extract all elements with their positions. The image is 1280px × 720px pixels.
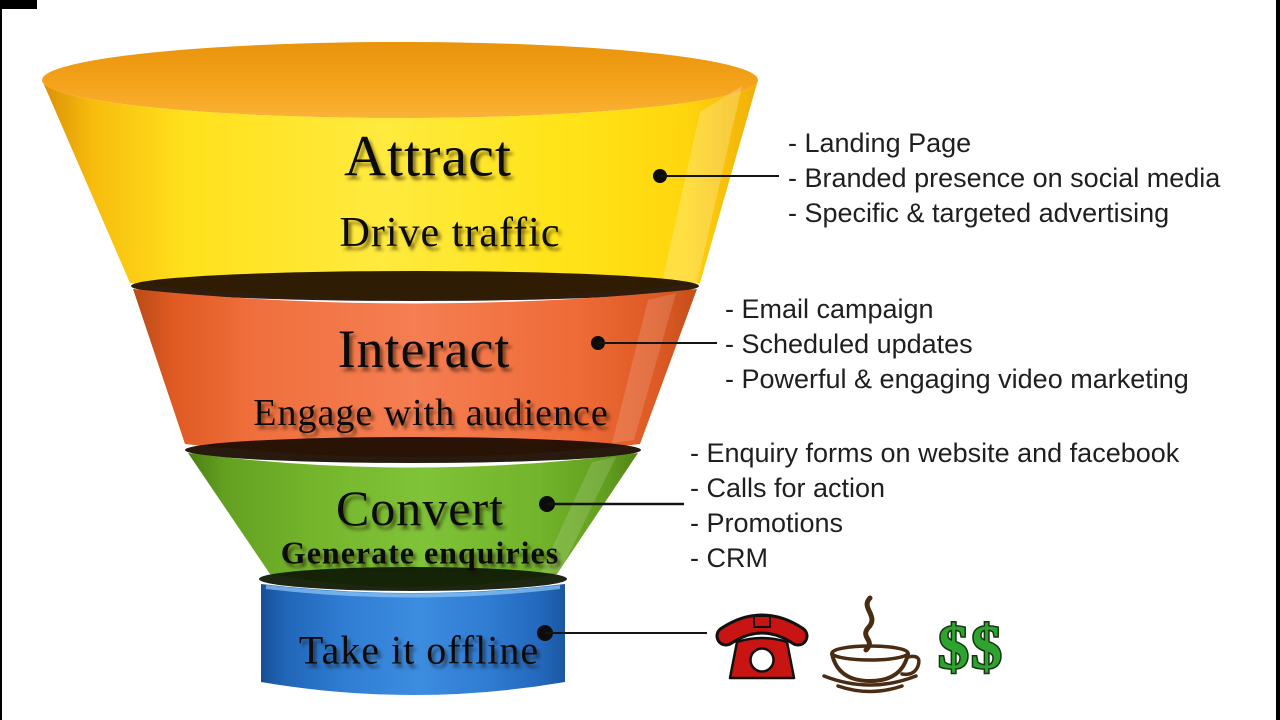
funnel-tier-attract: [42, 42, 758, 300]
annotations-interact: - Email campaign - Scheduled updates - P…: [725, 292, 1189, 397]
funnel-tier-interact-highlight: [612, 293, 676, 443]
annotation-item: - Email campaign: [725, 294, 934, 324]
annotations-convert: - Enquiry forms on website and facebook …: [690, 436, 1179, 576]
coffee-cup-icon: [822, 595, 921, 694]
funnel-tier-offline-rim-highlight: [265, 585, 561, 598]
funnel-junction-shadow-3: [259, 567, 567, 591]
funnel-opening: [42, 42, 758, 118]
annotations-attract: - Landing Page - Branded presence on soc…: [788, 126, 1220, 231]
annotation-item: - Powerful & engaging video marketing: [725, 364, 1189, 394]
tier-title-offline: Take it offline: [298, 627, 540, 673]
funnel-junction-shadow-1: [131, 271, 699, 301]
funnel-tier-offline: [261, 584, 565, 695]
tier-title-convert: Convert: [335, 480, 505, 536]
annotation-item: - Promotions: [690, 508, 844, 538]
funnel-tier-interact: [133, 289, 697, 457]
funnel-tier-attract-highlight: [662, 86, 742, 283]
funnel-tier-interact-body: [133, 289, 697, 457]
funnel-tier-convert-body: [188, 453, 638, 587]
tier-subtitle-attract: Drive traffic: [339, 210, 561, 256]
dollar-signs-icon: $$: [938, 614, 1004, 682]
funnel-tier-convert: [188, 453, 638, 587]
tier-title-interact: Interact: [337, 319, 511, 379]
frame-strip-left: [0, 0, 2, 720]
annotation-item: - Branded presence on social media: [788, 163, 1221, 193]
annotation-item: - Scheduled updates: [725, 329, 973, 359]
annotation-item: - Landing Page: [788, 128, 972, 158]
funnel-tier-offline-body: [261, 584, 565, 695]
phone-icon: [715, 613, 809, 680]
annotation-item: - Specific & targeted advertising: [788, 198, 1170, 228]
tier-title-attract: Attract: [343, 123, 513, 189]
annotation-item: - Calls for action: [690, 473, 886, 503]
tier-subtitle-convert: Generate enquiries: [280, 534, 560, 571]
connectors: [537, 169, 779, 641]
annotation-item: - Enquiry forms on website and facebook: [690, 438, 1180, 468]
frame-strip-top-left: [0, 0, 37, 9]
tier-subtitle-interact: Engage with audience: [253, 392, 609, 434]
annotation-item: - CRM: [690, 543, 768, 573]
funnel-tier-convert-highlight: [540, 457, 616, 574]
funnel-junction-shadow-2: [185, 437, 641, 463]
frame-strip-right: [1276, 0, 1280, 720]
funnel-tier-attract-body: [42, 80, 758, 300]
